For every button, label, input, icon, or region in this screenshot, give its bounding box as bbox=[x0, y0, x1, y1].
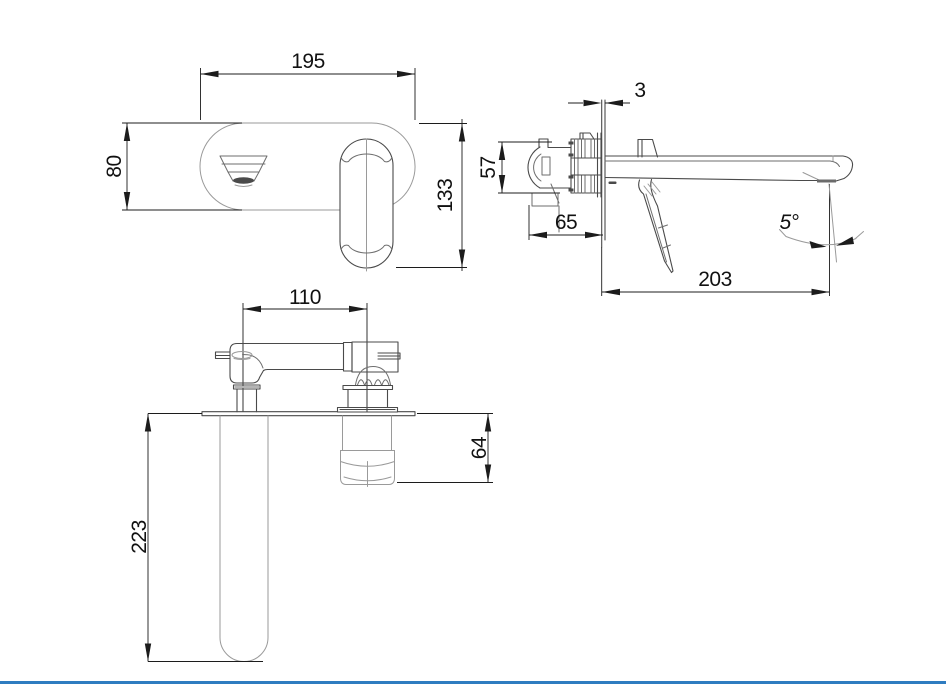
stream-tilted-line bbox=[828, 183, 837, 263]
arrowhead bbox=[811, 288, 830, 296]
arrowhead bbox=[498, 142, 506, 160]
dim-64-label: 64 bbox=[468, 436, 491, 459]
dim-110-label: 110 bbox=[289, 286, 321, 309]
arrowhead bbox=[123, 192, 131, 210]
plan-left-nub bbox=[214, 351, 231, 360]
footer-rule bbox=[0, 681, 946, 684]
spout-tip-aerator bbox=[817, 179, 836, 183]
dim-203-label: 203 bbox=[698, 268, 732, 291]
arrowhead bbox=[498, 175, 506, 193]
front-plate-outline bbox=[199, 122, 416, 211]
plan-pipe bbox=[249, 342, 345, 371]
plan-wall-plate bbox=[201, 411, 416, 417]
arrowhead bbox=[144, 413, 152, 432]
dim-64: 64 bbox=[397, 413, 493, 483]
dim-195: 195 bbox=[200, 50, 416, 120]
dim-5deg-label: 5° bbox=[779, 211, 798, 234]
dim-65-label: 65 bbox=[555, 211, 577, 234]
arrowhead bbox=[123, 123, 131, 141]
arrowhead bbox=[458, 249, 466, 268]
front-aerator bbox=[219, 155, 268, 187]
dim-80: 80 bbox=[103, 122, 242, 211]
dim-133-label: 133 bbox=[434, 179, 457, 213]
arrowhead bbox=[529, 231, 547, 239]
arrowhead bbox=[605, 99, 623, 107]
dim-3-label: 3 bbox=[634, 79, 645, 102]
plan-right-slot bbox=[377, 352, 401, 360]
arrowhead bbox=[458, 123, 466, 142]
dim-110: 110 bbox=[243, 286, 367, 313]
arrowhead bbox=[484, 413, 492, 432]
plan-handle-knob bbox=[340, 415, 395, 487]
side-handle-lever bbox=[637, 138, 674, 274]
plan-spout-capsule bbox=[219, 415, 269, 662]
arrowhead bbox=[243, 305, 261, 313]
arrowhead bbox=[809, 241, 827, 249]
dim-57: 57 bbox=[477, 141, 560, 194]
side-wall-plate bbox=[601, 99, 606, 248]
dim-203: 203 bbox=[602, 268, 830, 296]
aerator-outlet bbox=[233, 177, 254, 184]
dim-223-label: 223 bbox=[128, 520, 151, 554]
arrowhead bbox=[602, 288, 620, 296]
side-spout bbox=[604, 155, 854, 184]
dim-195-label: 195 bbox=[291, 50, 325, 73]
plan-cartridge bbox=[336, 366, 399, 413]
arrowhead bbox=[397, 70, 415, 78]
side-inwall-body bbox=[527, 132, 603, 233]
side-lower-box bbox=[531, 183, 560, 233]
front-view: 195 80 133 bbox=[103, 50, 467, 272]
side-view: 5° 3 57 65 203 bbox=[477, 79, 864, 296]
arrowhead bbox=[585, 231, 603, 239]
dim-3: 3 bbox=[568, 79, 646, 107]
arrowhead bbox=[200, 70, 219, 78]
arrowhead bbox=[144, 643, 152, 662]
plan-elbow bbox=[214, 342, 269, 384]
arrowhead bbox=[484, 464, 492, 483]
side-thread-stack bbox=[568, 132, 603, 198]
dim-223: 223 bbox=[128, 413, 263, 662]
dim-65: 65 bbox=[528, 205, 603, 240]
spout-detail bbox=[608, 181, 617, 184]
dim-57-label: 57 bbox=[477, 156, 500, 178]
stream-angle-construction: 5° bbox=[779, 183, 864, 296]
front-handle bbox=[339, 138, 394, 272]
arrowhead bbox=[583, 99, 602, 107]
dim-133: 133 bbox=[396, 119, 467, 271]
arrowhead bbox=[349, 305, 367, 313]
plan-spout-stem bbox=[232, 384, 261, 413]
plan-valve-block bbox=[342, 341, 401, 373]
dim-80-label: 80 bbox=[103, 155, 126, 177]
arrowhead bbox=[836, 236, 854, 246]
plan-view: 110 223 64 bbox=[128, 286, 493, 662]
